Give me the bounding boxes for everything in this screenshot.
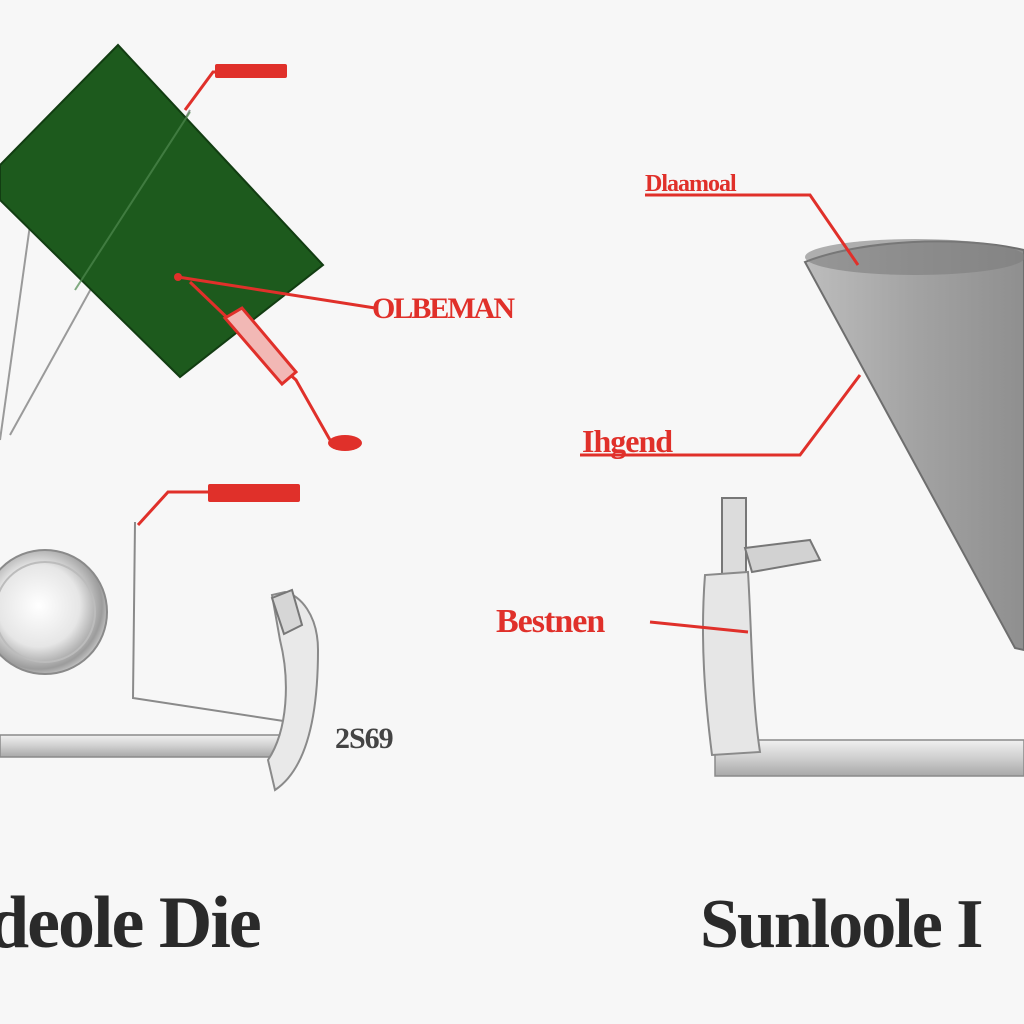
caption-right: Sunloole I — [700, 886, 982, 963]
right-stand-body — [701, 570, 762, 757]
right-stand-base — [714, 739, 1024, 777]
right-stand-post — [721, 497, 747, 577]
dark-label-left: 2S69 — [335, 722, 393, 755]
callout-label-lower-left — [208, 484, 300, 502]
left-stand-wire — [131, 521, 291, 723]
green-panel-crease — [74, 111, 191, 291]
lens-disc — [0, 549, 108, 675]
callout-text-middle-left: OLBEMAN — [372, 292, 515, 325]
left-figure: OLBEMAN 2S69 deole Die — [0, 43, 517, 964]
callout-text-top-right: Dlaamoal — [645, 171, 737, 197]
callout-text-middle-right: Ihgend — [582, 423, 673, 459]
left-stand-upright — [266, 590, 320, 792]
green-panel — [0, 43, 325, 379]
funnel-rim — [805, 239, 1024, 275]
callout-text-lower-right: Bestnen — [496, 603, 605, 640]
caption-left: deole Die — [0, 882, 260, 964]
callout-label-top-left — [215, 64, 287, 78]
probe-tip — [328, 435, 362, 451]
lens-inner-ring — [0, 561, 96, 663]
left-stand-base — [0, 734, 301, 758]
left-stand-clip — [270, 588, 304, 636]
funnel-cone — [803, 240, 1024, 652]
callout-line-middle-left — [177, 275, 376, 310]
right-figure: Dlaamoal Ihgend Bestnen Sunloole I — [496, 171, 1024, 963]
right-stand-clamp — [743, 538, 822, 574]
callout-dot-middle-left — [174, 273, 182, 281]
probe-body — [222, 306, 299, 387]
left-support-line-1 — [0, 224, 31, 441]
callout-line-top-right — [645, 193, 860, 266]
callout-line-middle-right — [580, 374, 862, 457]
callout-line-lower-left — [136, 490, 210, 527]
callout-line-lower-right — [649, 620, 749, 634]
